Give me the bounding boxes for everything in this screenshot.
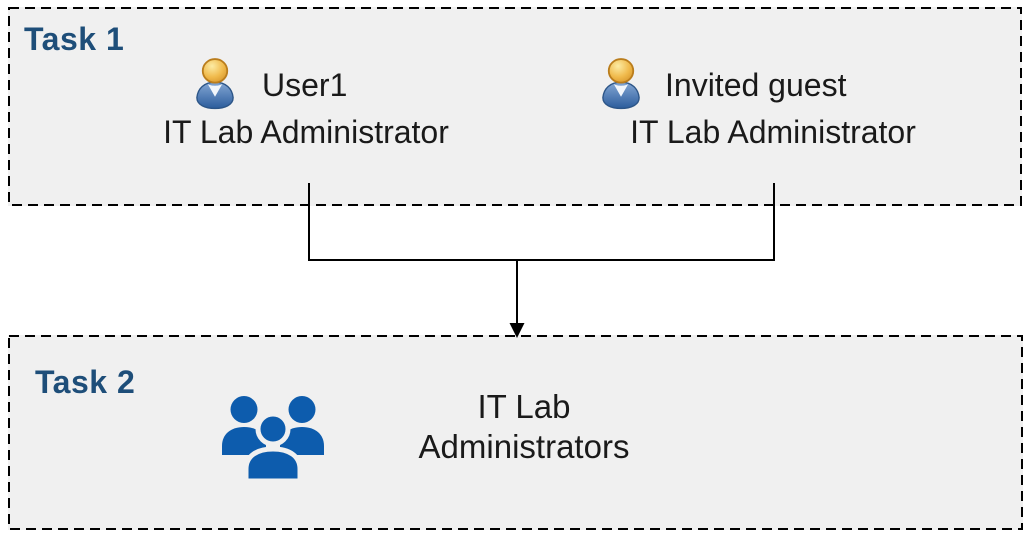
- group-name-line1: IT Lab: [477, 388, 571, 425]
- task1-box: [8, 7, 1022, 206]
- task2-label: Task 2: [35, 364, 136, 400]
- group-name: IT Lab Administrators: [374, 387, 674, 467]
- task1-label: Task 1: [24, 21, 125, 57]
- group-name-line2: Administrators: [418, 428, 630, 465]
- user1-role: IT Lab Administrator: [163, 114, 449, 150]
- user1-name: User1: [262, 67, 348, 103]
- guest-role: IT Lab Administrator: [630, 114, 916, 150]
- person-icon: [602, 58, 640, 110]
- person-icon: [196, 58, 234, 110]
- guest-name: Invited guest: [665, 67, 847, 103]
- group-icon: [222, 396, 324, 484]
